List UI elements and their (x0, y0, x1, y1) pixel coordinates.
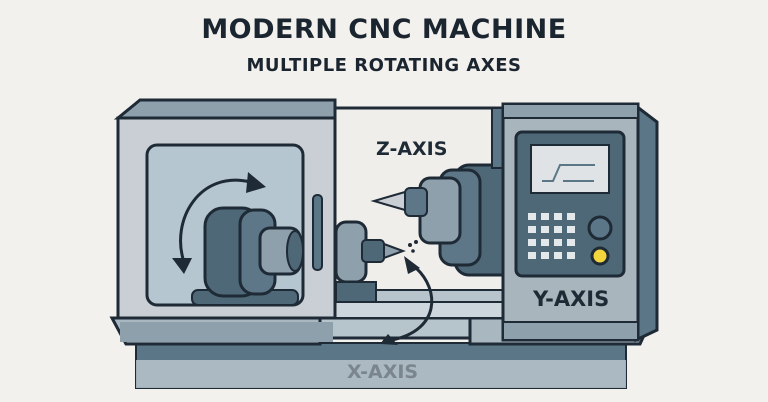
tool-head (370, 107, 517, 277)
round-dark-button (587, 215, 613, 241)
rotation-arrow-icon (172, 172, 266, 274)
yellow-indicator-button (590, 246, 610, 266)
tailstock (334, 220, 418, 303)
spindle-chuck (191, 206, 304, 306)
y-axis-label: Y-AXIS (533, 287, 610, 311)
control-cabinet (501, 102, 659, 343)
page-title: MODERN CNC MACHINE (201, 14, 567, 45)
page-subtitle: MULTIPLE ROTATING AXES (246, 55, 522, 76)
keypad (528, 213, 575, 259)
x-axis-label: X-AXIS (347, 361, 419, 383)
display-screen (530, 144, 610, 194)
feed-arrow-icon (380, 256, 434, 345)
z-axis-label: Z-AXIS (376, 138, 448, 160)
